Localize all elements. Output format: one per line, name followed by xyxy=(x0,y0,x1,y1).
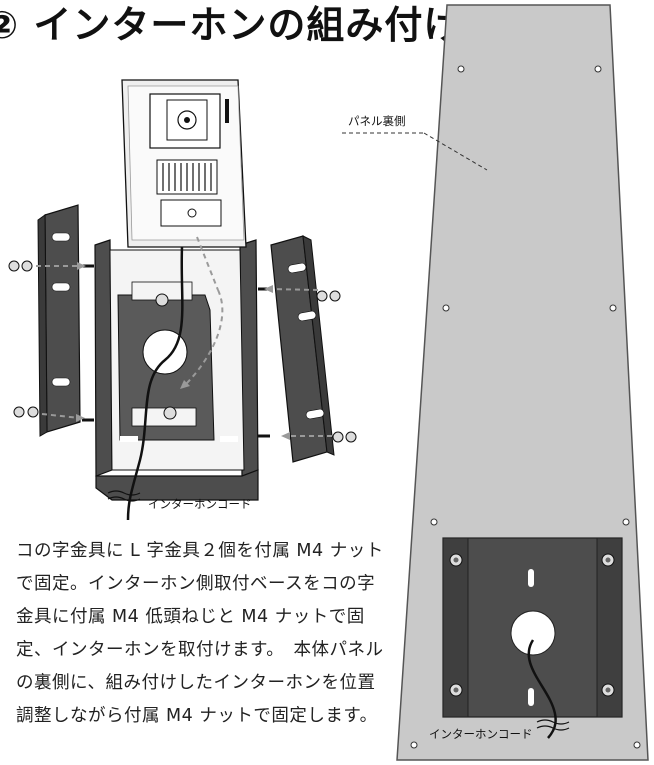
panel-hole xyxy=(609,304,617,312)
panel-hole xyxy=(594,65,602,73)
nut xyxy=(316,290,328,302)
u-bracket xyxy=(94,239,259,501)
washer xyxy=(345,431,357,443)
panel-hole xyxy=(457,65,465,73)
intercom-unit xyxy=(121,79,247,248)
l-bracket-right xyxy=(270,235,335,463)
nut xyxy=(332,431,344,443)
panel-hole xyxy=(410,741,418,749)
plate-slot xyxy=(528,569,534,587)
description-text: コの字金具に L 字金具２個を付属 M4 ナットで固定。インターホン側取付ベース… xyxy=(16,541,384,726)
washer xyxy=(21,260,33,272)
panel-hole xyxy=(430,518,438,526)
cord-label-panel: インターホンコード xyxy=(429,727,533,741)
washer xyxy=(27,406,39,418)
panel: インターホンコード パネル裏側 xyxy=(342,4,649,761)
cord xyxy=(527,639,557,739)
nut xyxy=(8,260,20,272)
cord-hole xyxy=(510,610,556,656)
panel-hole xyxy=(633,741,641,749)
intercom-cord xyxy=(126,246,184,521)
panel-hole xyxy=(442,304,450,312)
nut xyxy=(13,406,25,418)
plate-slot xyxy=(528,688,534,706)
washer xyxy=(329,290,341,302)
panel-hole xyxy=(622,518,630,526)
page-title: ② インターホンの組み付け xyxy=(0,3,463,47)
exploded-assembly: インターホンコード xyxy=(8,79,357,521)
mounting-plate xyxy=(442,537,623,739)
l-bracket-left xyxy=(37,204,81,437)
cord-label-top: インターホンコード xyxy=(148,497,252,511)
panel-back-label: パネル裏側 xyxy=(348,114,406,128)
